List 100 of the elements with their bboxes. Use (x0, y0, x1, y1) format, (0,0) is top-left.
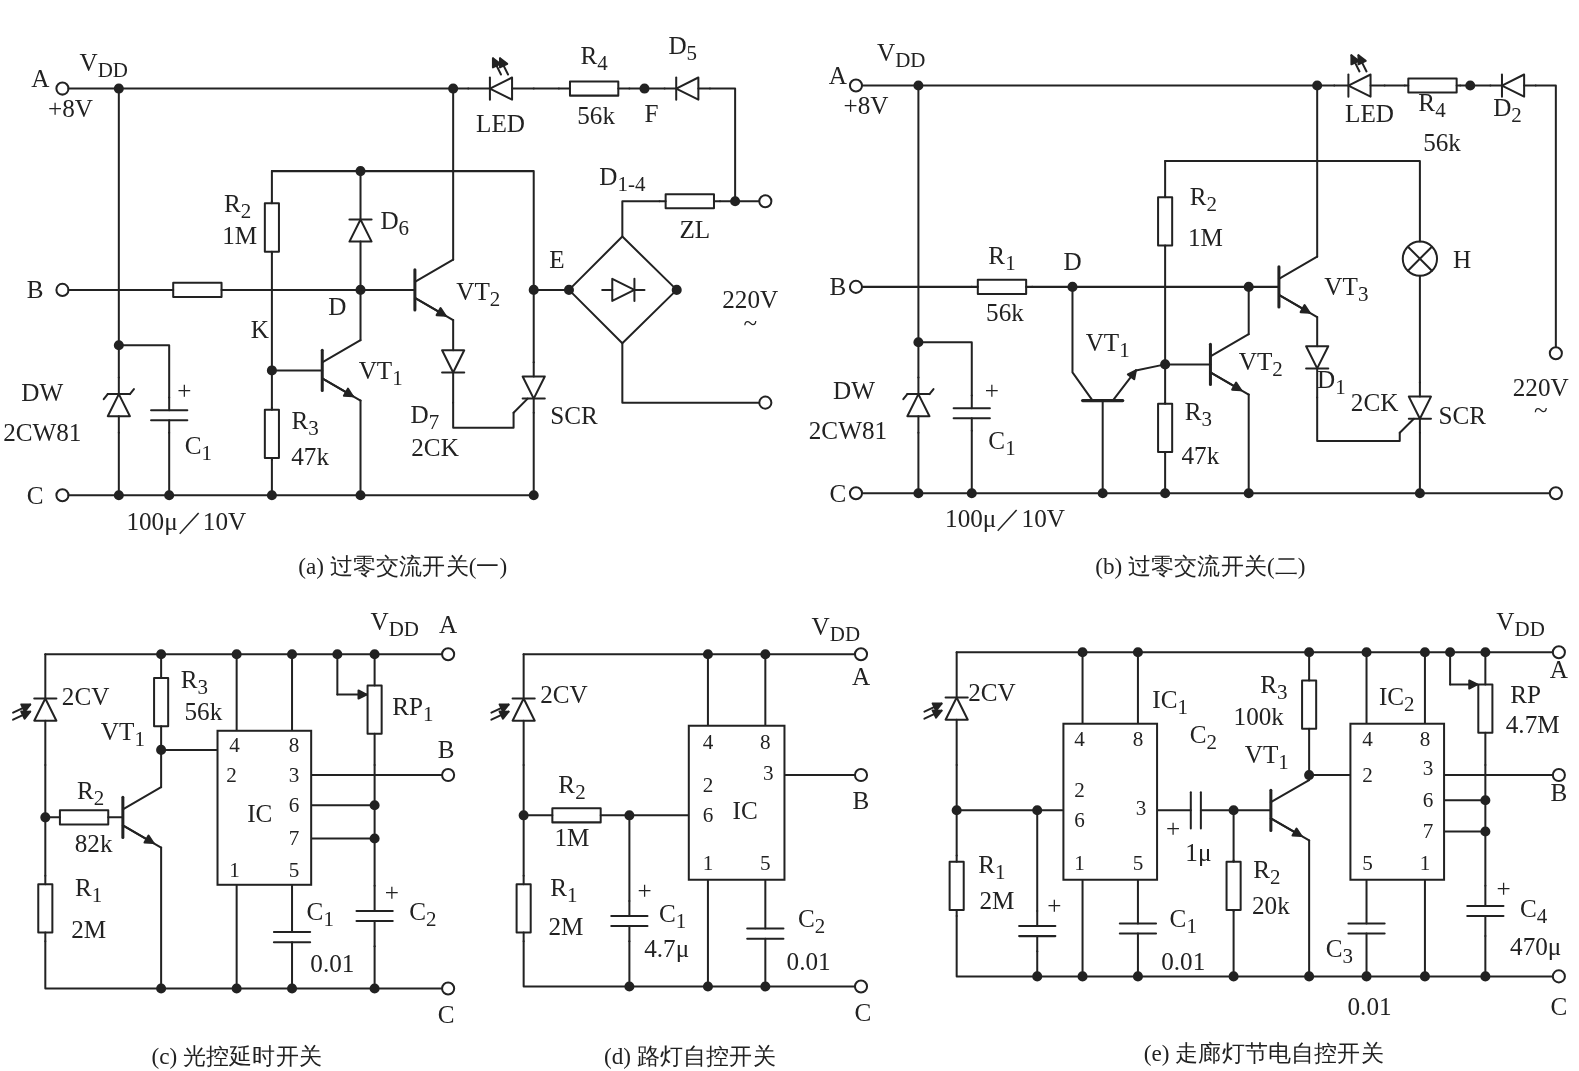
pin-number: 5 (288, 860, 300, 882)
pin-number: 2 (1362, 764, 1373, 786)
value-label: 47k (1181, 442, 1220, 468)
component-label: C$_{1}$ (988, 427, 1016, 459)
component-label: R$_{2}$ (1253, 857, 1281, 889)
value-label: 0.01 (786, 948, 831, 974)
value-label: 1M (554, 824, 590, 851)
ac-symbol: ~ (743, 309, 758, 335)
value-label: 2M (71, 916, 107, 942)
terminal-label: A (851, 663, 871, 689)
pin-number: 6 (288, 794, 300, 816)
chip-label: IC (732, 797, 758, 823)
component-label: LED (476, 111, 525, 137)
value-label: 4.7M (1505, 712, 1560, 738)
point-label: K (250, 316, 269, 342)
component-label: ZL (679, 216, 711, 243)
wire (1081, 879, 1426, 978)
component-label: D$_{2}$ (1493, 95, 1522, 127)
component-label: R$_{1}$ (988, 243, 1016, 275)
component-label: RP$_{1}$ (392, 694, 434, 726)
pin-number: 8 (760, 732, 771, 754)
caption: (b) 过零交流开关(二) (1095, 555, 1306, 579)
supply-label: V$_{DD}$ (370, 608, 419, 640)
component-label: VT$_{1}$ (100, 719, 145, 751)
value-label: 470μ (1510, 933, 1562, 959)
terminal-label: C (829, 480, 847, 506)
polarity-sign: + (984, 377, 999, 404)
component-label: C$_{1}$ (659, 900, 687, 932)
component-label: D$_{5}$ (668, 32, 698, 64)
component-label: SCR (550, 403, 598, 429)
value-label: 47k (291, 443, 330, 469)
value-label: 2CW81 (3, 420, 82, 446)
component-label: R$_{2}$ (224, 190, 252, 222)
pin-number: 3 (1422, 757, 1434, 779)
component-label: R$_{1}$ (74, 875, 103, 907)
polarity-sign: + (1166, 815, 1181, 841)
value-label: 2CK (1350, 390, 1399, 416)
terminal-label: A (828, 62, 847, 89)
value-label: 0.01 (310, 950, 355, 976)
value-label: 100k (1233, 704, 1284, 730)
pin-number: 4 (1362, 729, 1373, 751)
caption: (c) 光控延时开关 (151, 1045, 322, 1069)
caption: (d) 路灯自控开关 (603, 1045, 776, 1069)
value-label: 100μ／10V (126, 508, 247, 534)
point-label: E (549, 247, 565, 273)
pin-number: 7 (1422, 820, 1434, 842)
component-label: D$_{1}$ (1316, 367, 1346, 398)
polarity-sign: + (384, 880, 399, 906)
component-label: DW (21, 380, 64, 406)
component-label: VT$_{2}$ (456, 278, 501, 310)
value-label: 56k (184, 699, 223, 725)
component-label: R$_{4}$ (1418, 90, 1446, 122)
value-label: 1M (222, 222, 258, 249)
pin-number: 6 (702, 804, 714, 826)
pin-number: 8 (288, 735, 300, 757)
terminal-label: B (852, 787, 870, 813)
pin-number: 1 (702, 853, 714, 875)
component-label: C$_{1}$ (306, 898, 334, 930)
value-label: 0.01 (1161, 948, 1206, 974)
component-label: C$_{2}$ (798, 905, 826, 937)
component-label: D$_{7}$ (410, 402, 440, 434)
caption: (e) 走廊灯节电自控开关 (1143, 1042, 1384, 1066)
pin-number: 4 (702, 732, 714, 754)
point-label: D (328, 293, 347, 319)
terminal-label: A (439, 611, 458, 637)
component-label: D$_{6}$ (380, 207, 410, 239)
terminal-label: A (1549, 656, 1568, 682)
component-label: DW (833, 377, 875, 404)
pin-number: 4 (1074, 729, 1085, 751)
supply-label: V$_{DD}$ (1496, 608, 1545, 640)
pin-number: 8 (1132, 729, 1144, 751)
terminal-label: B (829, 274, 847, 300)
component-label: C$_{2}$ (1189, 722, 1218, 754)
pin-number: 7 (288, 827, 300, 850)
component-label: R$_{2}$ (77, 777, 105, 809)
terminal-label: A (31, 65, 50, 92)
value-label: 100μ／10V (945, 505, 1065, 531)
pin-number: 5 (1362, 853, 1373, 875)
component-label: C$_{1}$ (1169, 905, 1197, 937)
component-label: H (1453, 247, 1472, 273)
value-label: 2M (979, 888, 1015, 914)
pin-number: 5 (1132, 853, 1144, 875)
value-label: 2CW81 (808, 418, 888, 444)
value-label: 1M (1187, 224, 1223, 251)
terminal-label: C (854, 1000, 872, 1026)
terminal-label: B (1550, 779, 1568, 805)
component-label: R$_{4}$ (580, 42, 608, 74)
component-label: R$_{3}$ (1260, 672, 1288, 703)
pin-number: 1 (229, 860, 240, 882)
chip-label: IC$_{1}$ (1152, 687, 1188, 719)
component-label: R$_{1}$ (550, 875, 578, 907)
value-label: +8V (843, 93, 889, 119)
pin-number: 3 (288, 764, 300, 786)
component-label: R$_{3}$ (180, 666, 208, 698)
pin-number: 2 (1074, 779, 1085, 801)
pin-number: 1 (1419, 853, 1431, 875)
pin-number: 6 (1074, 809, 1085, 831)
caption: (a) 过零交流开关(一) (298, 555, 508, 579)
terminal-label: B (26, 277, 44, 303)
pin-number: 6 (1422, 789, 1434, 811)
